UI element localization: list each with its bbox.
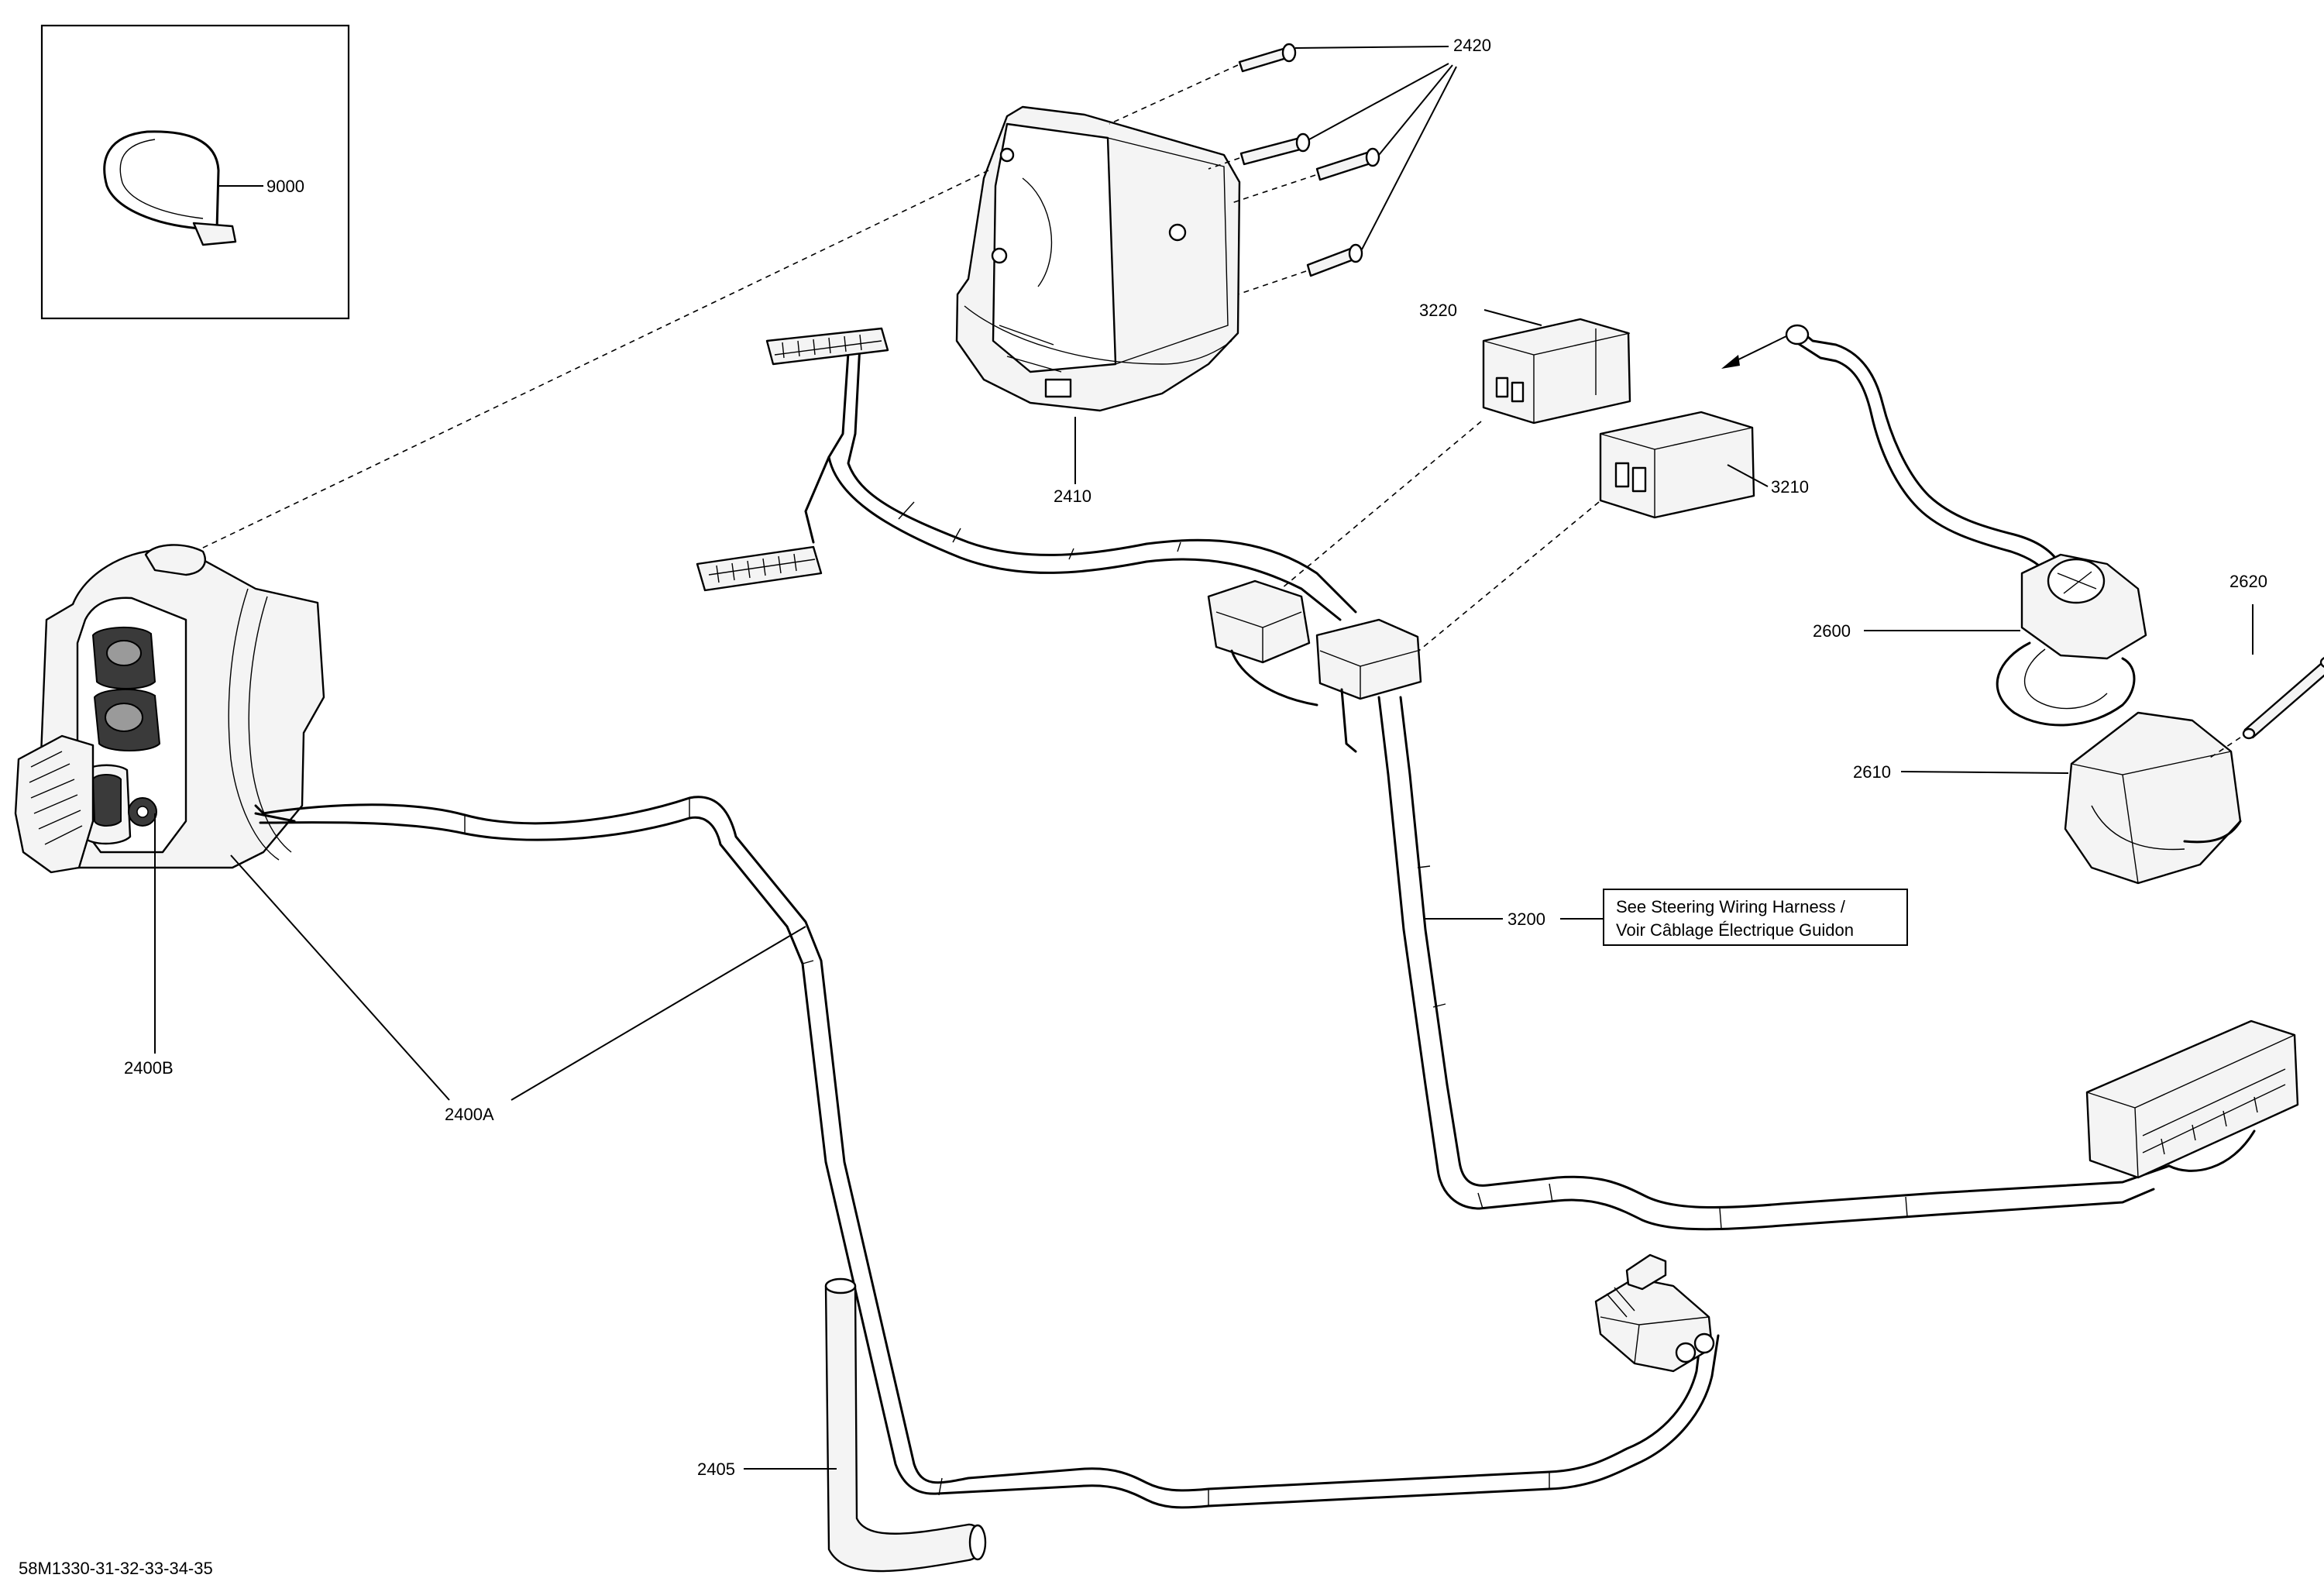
drawing-id: 58M1330-31-32-33-34-35 xyxy=(19,1559,213,1578)
callout-2400a: 2400A xyxy=(445,1105,494,1124)
callout-2410: 2410 xyxy=(1054,487,1092,506)
callout-2610: 2610 xyxy=(1853,762,1891,782)
note-line-2: Voir Câblage Électrique Guidon xyxy=(1616,920,1854,940)
callout-2420: 2420 xyxy=(1453,36,1491,55)
housing-2410 xyxy=(955,105,1241,412)
connector-3220 xyxy=(1482,318,1631,425)
ecu-module xyxy=(2085,1019,2299,1179)
inset-box: 9000 xyxy=(40,24,350,320)
switch-2600 xyxy=(1785,324,2147,727)
callout-2620: 2620 xyxy=(2229,572,2267,591)
callout-2405: 2405 xyxy=(697,1460,735,1479)
callout-9000: 9000 xyxy=(266,177,304,196)
callout-2600: 2600 xyxy=(1813,621,1851,641)
housing-2610 xyxy=(2064,711,2242,885)
note-box xyxy=(1603,889,1908,946)
callout-2400b: 2400B xyxy=(124,1058,174,1078)
pin-2620 xyxy=(2242,657,2324,740)
harness-3200 xyxy=(696,327,2171,1231)
cable-tie-9000 xyxy=(103,130,237,246)
connector-3210 xyxy=(1599,411,1755,519)
note-line-1: See Steering Wiring Harness / xyxy=(1616,897,1846,916)
screws-2420 xyxy=(1238,43,1380,277)
callout-3210: 3210 xyxy=(1771,477,1809,497)
switch-2400 xyxy=(14,544,325,874)
callout-3200: 3200 xyxy=(1508,909,1545,929)
callout-3220: 3220 xyxy=(1419,301,1457,320)
harness-2400a xyxy=(254,796,1720,1573)
